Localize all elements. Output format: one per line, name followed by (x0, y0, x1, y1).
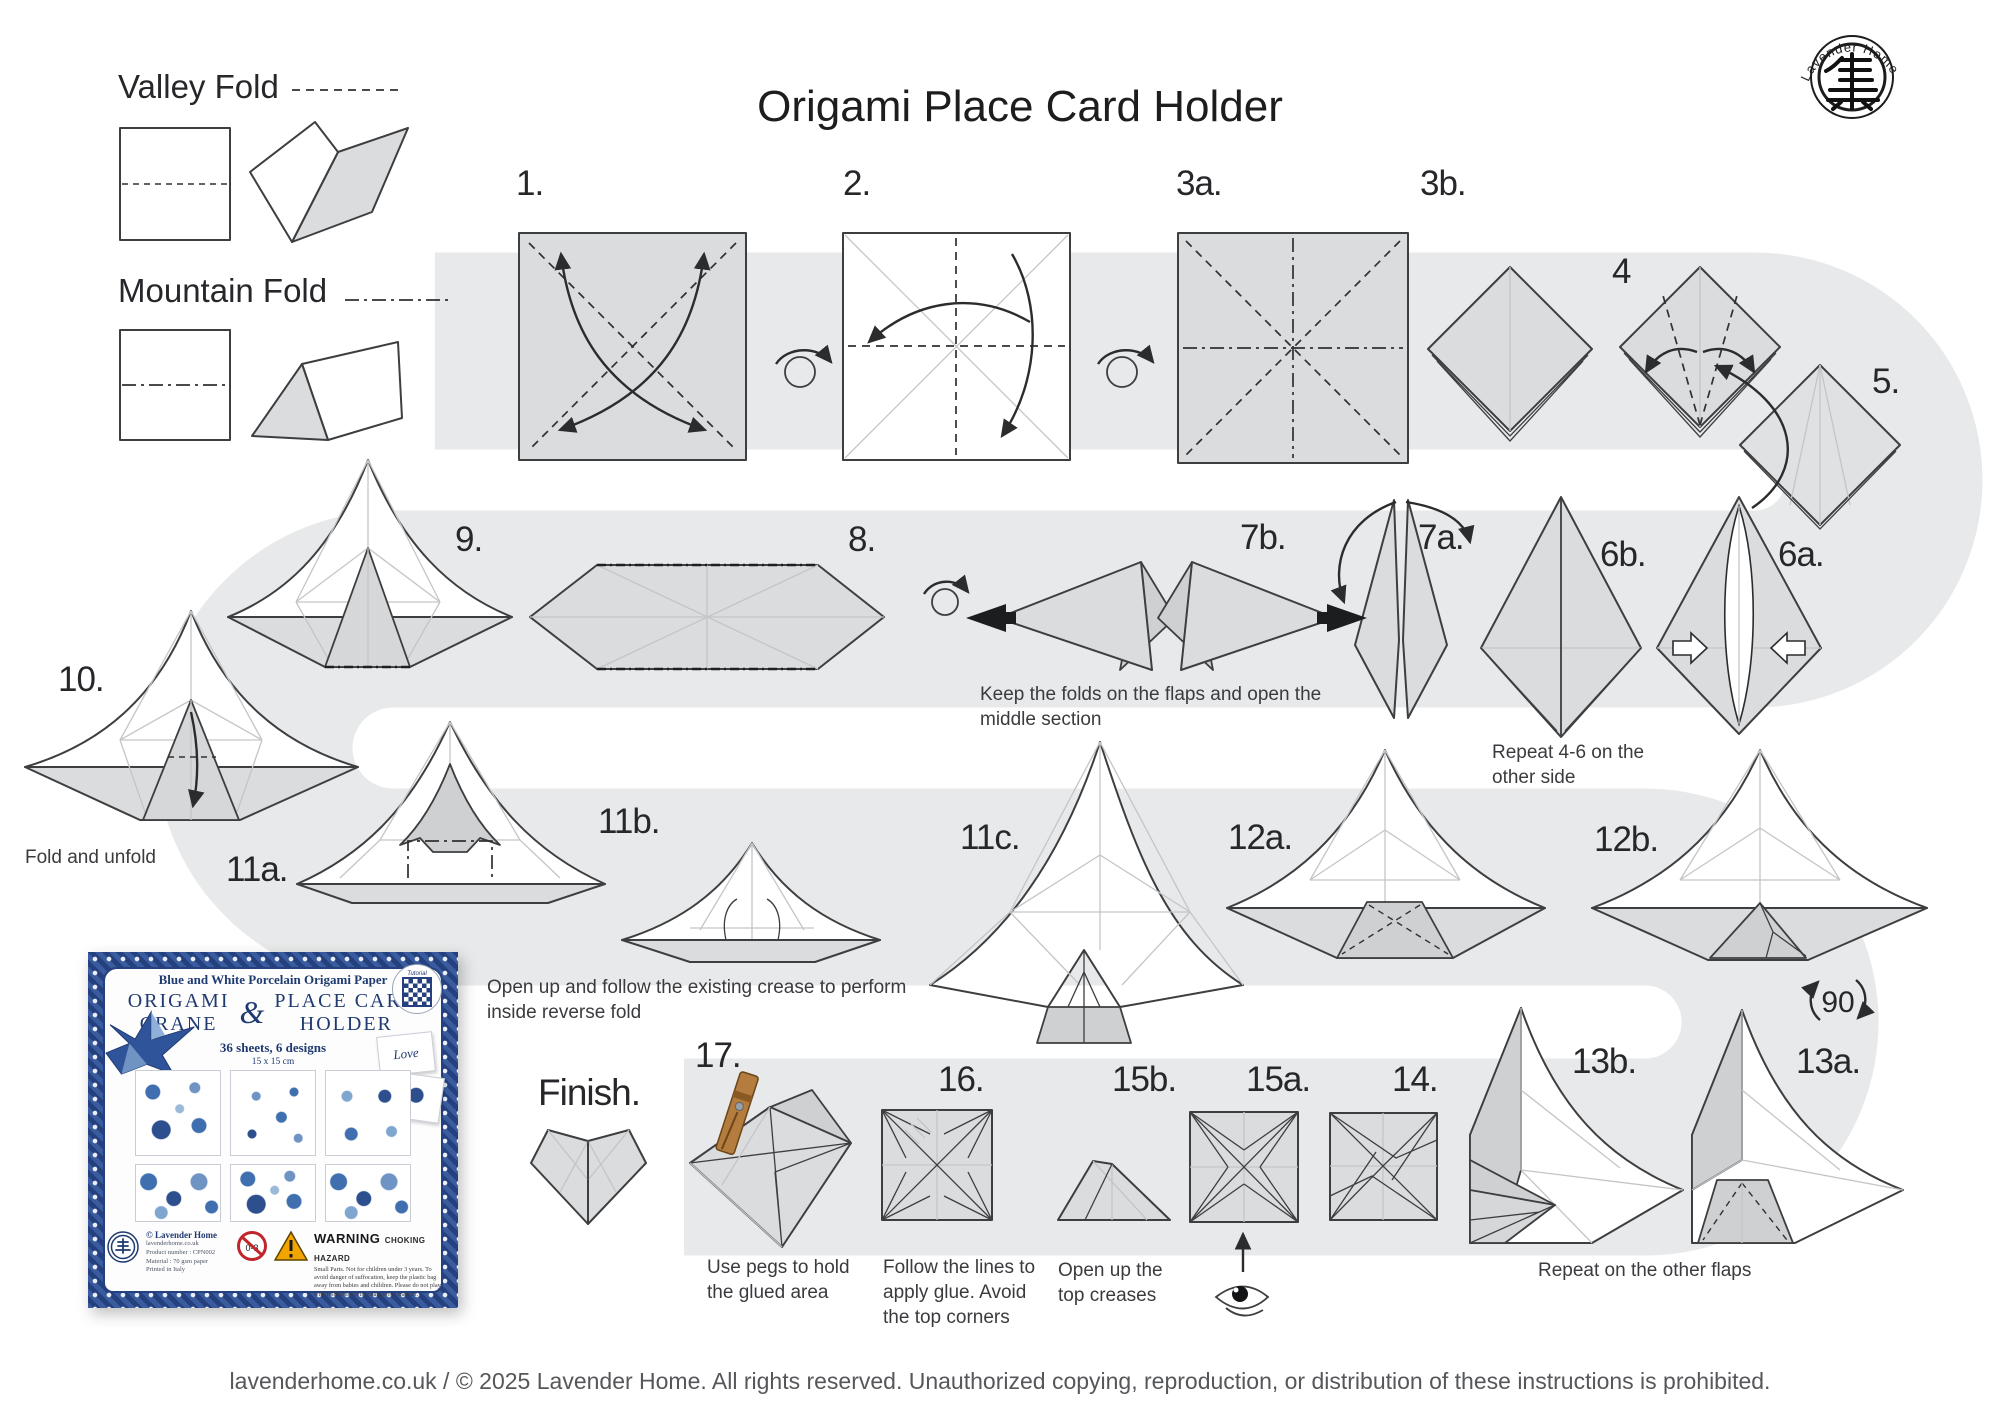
step-1-diagram (518, 232, 747, 461)
design-samples-row2 (135, 1164, 411, 1222)
step-label-8: 8. (848, 520, 876, 559)
step-label-15a: 15a. (1246, 1060, 1311, 1099)
step-6a-diagram (1656, 496, 1822, 735)
publisher-info: © Lavender Home lavenderhome.co.uk Produ… (146, 1230, 218, 1274)
product-packaging: Blue and White Porcelain Origami Paper O… (88, 952, 458, 1308)
note-keep-folds: Keep the folds on the flaps and open the… (980, 684, 1322, 731)
step-label-13b: 13b. (1572, 1042, 1637, 1081)
brand-seal-icon: Lavender Home (1798, 35, 1901, 119)
step-16-diagram (881, 1109, 993, 1221)
step-11b-diagram (621, 842, 881, 963)
step-3a-diagram (1177, 232, 1409, 464)
note-repeat-4-6: Repeat 4-6 on the other side (1492, 742, 1645, 789)
flip-icon (775, 344, 833, 388)
packaging-subtitle: Blue and White Porcelain Origami Paper (158, 972, 388, 987)
valley-fold-label: Valley Fold (118, 68, 279, 105)
step-label-3b: 3b. (1420, 164, 1467, 203)
age-restriction-icon: 0-3 (237, 1231, 267, 1261)
step-label-12a: 12a. (1228, 818, 1293, 857)
step-11a-diagram (296, 721, 606, 904)
packaging-info-strip: © Lavender Home lavenderhome.co.uk Produ… (106, 1230, 444, 1299)
step-11c-diagram (929, 741, 1244, 1044)
step-8-diagram (529, 563, 885, 671)
step-3b-diagram (1427, 266, 1593, 442)
step-7b-diagram (966, 561, 1367, 671)
finish-diagram (530, 1129, 647, 1225)
step-label-7b: 7b. (1240, 518, 1287, 557)
crane-image (97, 1007, 203, 1097)
note-fold-unfold: Fold and unfold (25, 847, 156, 868)
step-13a-diagram (1691, 1009, 1904, 1244)
qr-label: Tutorial (407, 971, 427, 977)
design-sample (135, 1070, 221, 1156)
step-10-diagram (24, 610, 359, 821)
flip-icon (922, 574, 970, 616)
step-6b-diagram (1480, 496, 1642, 738)
step-label-11c: 11c. (960, 818, 1021, 857)
step-label-6b: 6b. (1600, 535, 1647, 574)
note-use-pegs: Use pegs to hold the glued area (707, 1257, 850, 1304)
choking-warning: WARNING CHOKING HAZARD Small Parts. Not … (314, 1231, 441, 1298)
step-7a-diagram (1330, 499, 1475, 719)
rotate-90-icon: 90 (1801, 979, 1875, 1021)
step-13b-diagram (1469, 1007, 1684, 1244)
step-2-diagram (842, 232, 1071, 461)
step-label-14: 14. (1392, 1060, 1439, 1099)
step-label-15b: 15b. (1112, 1060, 1177, 1099)
step-label-7a: 7a. (1418, 518, 1465, 557)
brand-glyph (1824, 52, 1880, 111)
design-sample (325, 1164, 411, 1222)
step-label-6a: 6a. (1778, 535, 1825, 574)
design-sample (325, 1070, 411, 1156)
step-label-12b: 12b. (1594, 820, 1659, 859)
step-label-11b: 11b. (598, 802, 661, 841)
step-label-3a: 3a. (1176, 164, 1223, 203)
note-open-top: Open up the top creases (1058, 1260, 1163, 1307)
step-4-diagram (1619, 266, 1781, 438)
eye-icon (1214, 1231, 1270, 1317)
brand-seal-icon (107, 1231, 139, 1263)
rotate-90-label: 90 (1821, 986, 1854, 1019)
peg-icon (715, 1071, 759, 1156)
warning-triangle-icon (274, 1230, 308, 1261)
step-label-5: 5. (1872, 362, 1900, 401)
note-open-up-crease: Open up and follow the existing crease t… (487, 977, 907, 1024)
design-samples-row1 (135, 1070, 411, 1156)
step-label-11a: 11a. (226, 850, 289, 889)
step-label-17: 17. (695, 1036, 742, 1075)
copyright-footer: lavenderhome.co.uk / © 2025 Lavender Hom… (229, 1368, 1771, 1394)
qr-code-icon: Tutorial (392, 964, 442, 1014)
finish-label: Finish. (538, 1072, 641, 1113)
step-15a-diagram (1189, 1111, 1299, 1223)
step-label-9: 9. (455, 520, 483, 559)
step-12a-diagram (1226, 749, 1546, 959)
step-label-2: 2. (843, 164, 871, 203)
step-label-1: 1. (516, 164, 544, 203)
step-label-10: 10. (58, 660, 105, 699)
step-12b-diagram (1591, 749, 1928, 961)
mountain-fold-legend-diagram (119, 299, 448, 441)
step-9-diagram (227, 459, 513, 669)
packaging-sheet-count: 36 sheets, 6 designs (219, 1040, 327, 1055)
mountain-fold-label: Mountain Fold (118, 272, 328, 309)
step-label-16: 16. (938, 1060, 985, 1099)
valley-fold-legend-diagram (119, 89, 409, 243)
design-sample (135, 1164, 221, 1222)
page-title: Origami Place Card Holder (757, 82, 1283, 131)
step-5-diagram (1713, 364, 1901, 530)
step-15b-diagram (1057, 1160, 1171, 1221)
packaging-size: 15 x 15 cm (251, 1057, 295, 1067)
note-repeat-flaps: Repeat on the other flaps (1538, 1260, 1752, 1281)
step-label-4: 4 (1612, 252, 1631, 291)
note-follow-lines: Follow the lines to apply glue. Avoid th… (883, 1257, 1036, 1329)
step-14-diagram (1329, 1112, 1438, 1221)
step-label-13a: 13a. (1796, 1042, 1861, 1081)
step-17-diagram (689, 1071, 852, 1248)
design-sample (230, 1164, 316, 1222)
flip-icon (1097, 344, 1155, 388)
design-sample (230, 1070, 316, 1156)
packaging-ampersand: & (239, 994, 265, 1030)
